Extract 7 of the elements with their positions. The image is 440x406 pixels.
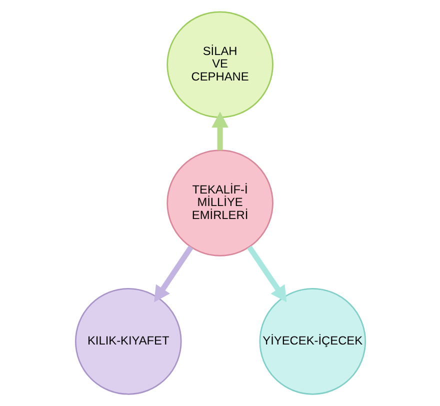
node-circle: YİYECEK-İÇECEK (258, 288, 366, 395)
arrow (246, 246, 286, 302)
arrow (154, 246, 193, 302)
node-circle: TEKALİF-İ MİLLİYE EMİRLERİ (166, 150, 273, 256)
arrow (211, 112, 228, 150)
node-circle: SİLAH VE CEPHANE (166, 11, 273, 118)
node-circle: KILIK-KIYAFET (74, 288, 182, 395)
